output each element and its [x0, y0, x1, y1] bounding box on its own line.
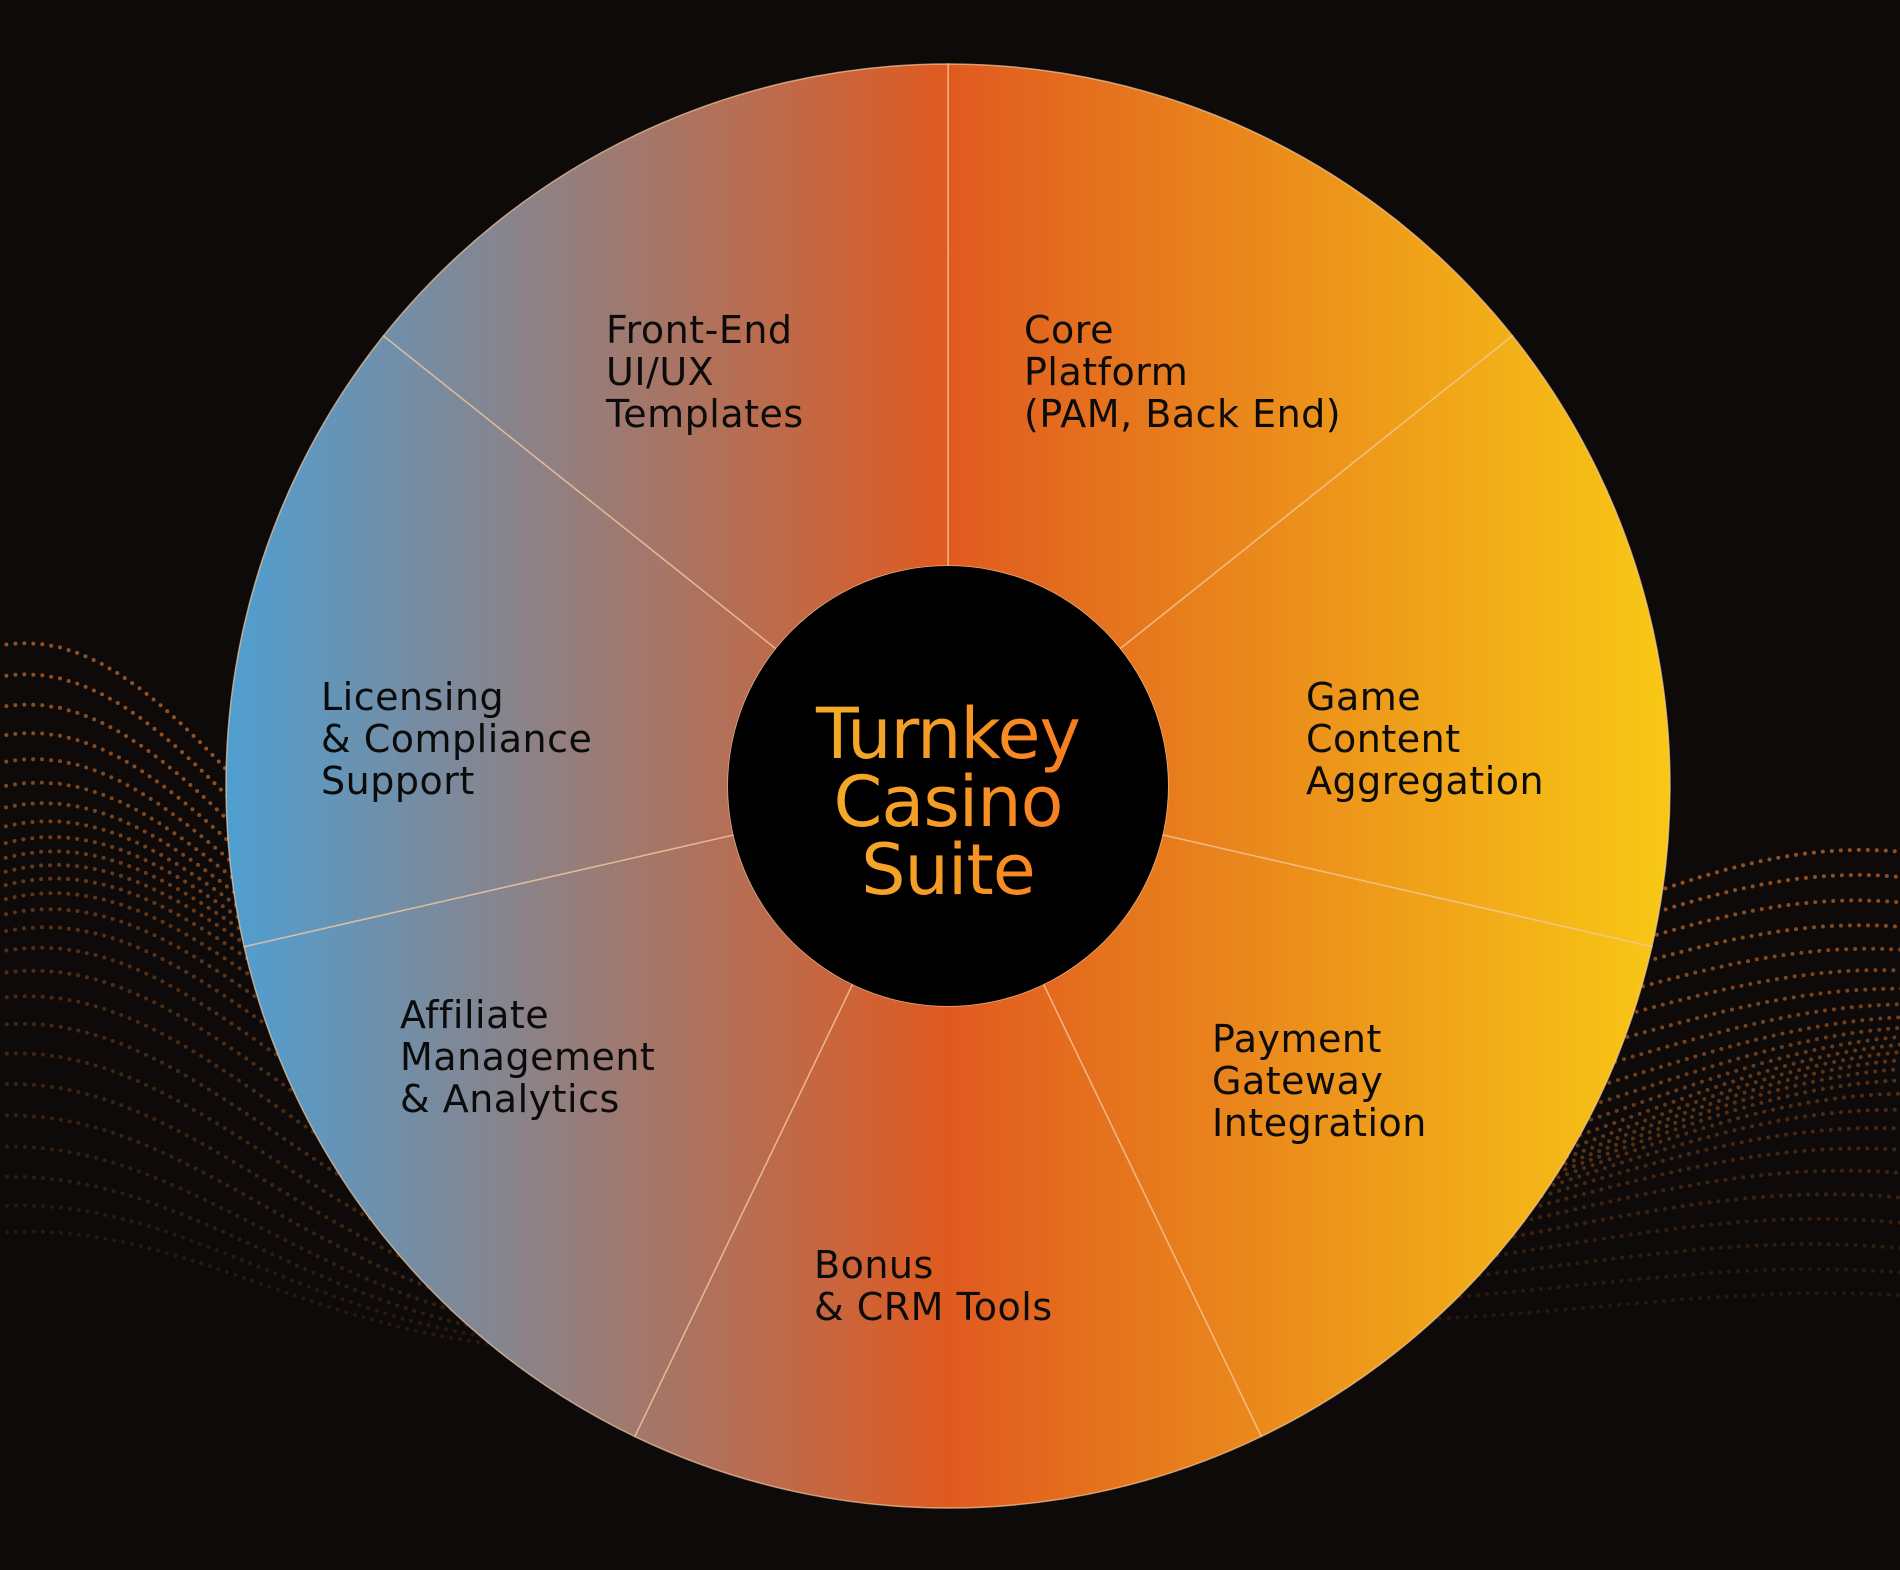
segment-label-line: Front-End — [606, 308, 793, 352]
segment-label-line: Content — [1306, 717, 1461, 761]
segment-label-line: Licensing — [321, 675, 505, 719]
center-title: Turnkey Casino Suite — [748, 700, 1148, 904]
segment-label-line: Aggregation — [1306, 759, 1545, 803]
segment-label-line: Management — [400, 1035, 656, 1079]
segment-label-line: Affiliate — [400, 993, 550, 1037]
segment-label-line: UI/UX — [606, 350, 715, 394]
segment-label-line: Platform — [1024, 350, 1189, 394]
segment-label-line: Bonus — [814, 1243, 934, 1287]
segment-label-line: Integration — [1212, 1101, 1427, 1145]
segment-label-line: & CRM Tools — [814, 1285, 1053, 1329]
segment-label-line: Core — [1024, 308, 1114, 352]
segment-label-line: & Compliance — [321, 717, 593, 761]
segment-label-bonus-crm: Bonus& CRM Tools — [814, 1244, 1053, 1328]
wave-dot-line — [0, 1081, 1900, 1326]
center-hub — [728, 566, 1168, 1006]
segment-label-line: (PAM, Back End) — [1024, 392, 1342, 436]
segment-label-line: Templates — [606, 392, 804, 436]
wave-dot-line — [0, 1229, 1900, 1353]
segment-label-line: Game — [1306, 675, 1422, 719]
segment-label-line: & Analytics — [400, 1077, 620, 1121]
segment-label-line: Gateway — [1212, 1059, 1384, 1103]
segment-label-line: Support — [321, 759, 475, 803]
wave-dot-line — [0, 994, 1900, 1296]
segment-label-line: Payment — [1212, 1017, 1382, 1061]
center-title-line: Casino — [833, 761, 1063, 843]
center-title-line: Suite — [861, 829, 1035, 911]
center-title-line: Turnkey — [816, 693, 1080, 775]
